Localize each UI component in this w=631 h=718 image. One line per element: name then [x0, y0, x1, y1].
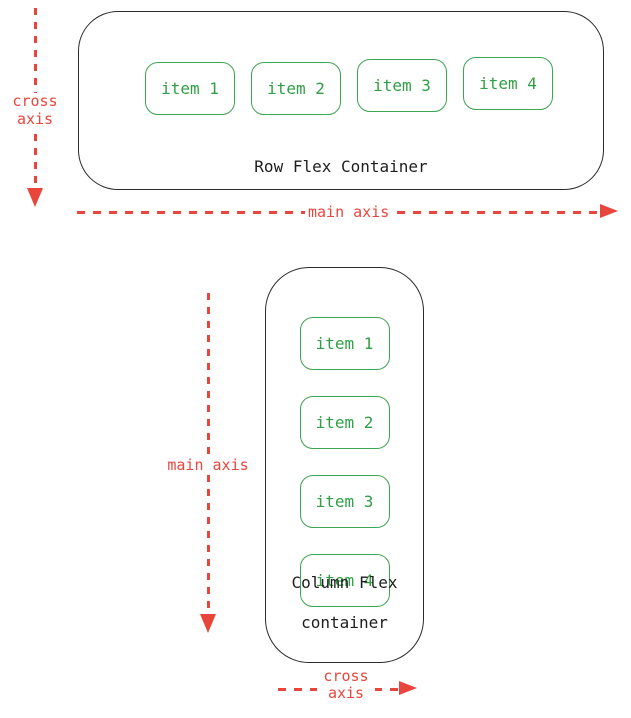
flex-item: item 3	[299, 475, 390, 528]
flex-item: item 4	[299, 554, 390, 607]
column-container-label-line2: container	[301, 613, 388, 632]
column-cross-axis-label-line1: cross	[323, 667, 369, 685]
arrowhead-down-icon	[200, 614, 216, 633]
row-main-axis-label: main axis	[305, 203, 393, 221]
column-container-label-line1: Column Flex	[291, 573, 398, 592]
column-flex-container: item 1 item 2 item 3 item 4 Column Flex …	[265, 267, 424, 663]
row-cross-axis-label-line2: axis	[16, 109, 54, 128]
column-flex-items: item 1 item 2 item 3 item 4	[266, 317, 423, 607]
column-cross-axis-label-line2: axis	[327, 684, 365, 702]
column-cross-axis-label: cross axis	[317, 668, 375, 702]
row-flex-container: item 1 item 2 item 3 item 4 Row Flex Con…	[78, 11, 604, 190]
flex-item: item 2	[299, 396, 390, 449]
arrowhead-right-icon	[399, 681, 417, 695]
column-container-label: Column Flex container	[266, 553, 423, 653]
row-flex-items: item 1 item 2 item 3 item 4	[145, 57, 553, 115]
arrowhead-right-icon	[600, 204, 618, 218]
arrowhead-down-icon	[27, 188, 43, 207]
flex-item: item 1	[145, 62, 235, 115]
row-cross-axis-label: cross axis	[4, 92, 66, 128]
row-cross-axis-label-line1: cross	[12, 92, 58, 110]
flex-item: item 2	[251, 62, 341, 115]
flex-item: item 3	[357, 59, 447, 112]
flex-item: item 4	[463, 57, 553, 110]
column-main-axis-label: main axis	[166, 456, 250, 474]
flex-item: item 1	[299, 317, 390, 370]
column-main-axis-dashed-line	[207, 293, 210, 615]
row-container-label: Row Flex Container	[254, 157, 428, 176]
